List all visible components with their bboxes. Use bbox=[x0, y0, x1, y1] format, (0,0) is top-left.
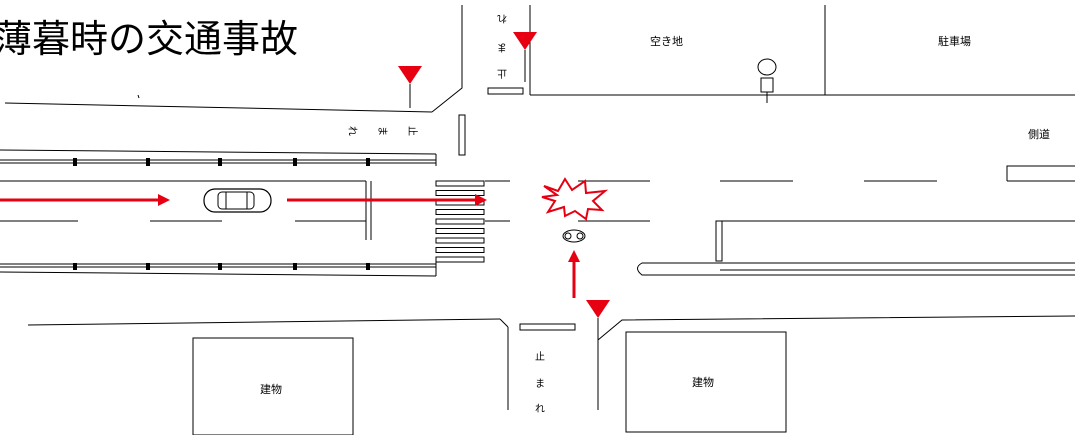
parking-label: 駐車場 bbox=[938, 34, 971, 48]
crosswalk-stripe bbox=[435, 180, 485, 187]
left-stop-char-to: 止 bbox=[406, 126, 418, 136]
upper-stop-char-ma: ま bbox=[497, 41, 507, 53]
guardrail-post bbox=[366, 263, 370, 270]
left-stop-text: れ ま 止 bbox=[346, 126, 418, 136]
lower-stop-char-re: れ bbox=[535, 403, 545, 415]
guardrail-post bbox=[146, 263, 150, 270]
utility-pole-icon bbox=[757, 58, 777, 103]
stop-sign-icon bbox=[513, 32, 537, 82]
left-stop-line bbox=[458, 114, 466, 156]
lower-stop-line bbox=[519, 323, 576, 331]
crosswalk-stripe bbox=[435, 228, 485, 234]
vacant-lot-label: 空き地 bbox=[650, 34, 683, 48]
upper-stop-line bbox=[487, 87, 524, 95]
building-right-label: 建物 bbox=[692, 375, 714, 389]
guardrail-post bbox=[73, 263, 77, 270]
lower-roads bbox=[27, 315, 1075, 410]
guardrail-post bbox=[293, 158, 297, 166]
motorcycle-path-arrow bbox=[568, 250, 580, 298]
crosswalk-stripe bbox=[435, 190, 485, 196]
guardrail-post bbox=[218, 263, 222, 270]
guardrail-post bbox=[73, 158, 77, 166]
building-right: 建物 bbox=[625, 331, 787, 433]
main-road-right bbox=[485, 165, 1075, 276]
crosswalk-stripe bbox=[435, 247, 485, 253]
guardrail-post bbox=[293, 263, 297, 270]
building-left: 建物 bbox=[192, 337, 354, 435]
guardrail-post bbox=[366, 158, 370, 166]
collision-icon bbox=[541, 177, 609, 221]
upper-side-road bbox=[487, 5, 1075, 96]
stop-sign-icon bbox=[586, 300, 610, 345]
guardrail-posts bbox=[73, 158, 370, 270]
upper-stop-text: れ ま 止 bbox=[497, 12, 507, 79]
crosswalk bbox=[435, 180, 485, 263]
car-icon bbox=[203, 188, 272, 213]
left-stop-char-ma: ま bbox=[376, 126, 388, 136]
lower-stop-char-ma: ま bbox=[535, 378, 545, 390]
diagram-title: 薄暮時の交通事故 bbox=[0, 17, 298, 61]
side-road-label: 側道 bbox=[1028, 127, 1050, 141]
lower-stop-char-to: 止 bbox=[535, 351, 545, 363]
motorcycle-icon bbox=[562, 229, 586, 243]
left-stop-char-re: れ bbox=[346, 126, 358, 136]
upper-stop-char-to: 止 bbox=[497, 67, 507, 79]
guardrail-post bbox=[146, 158, 150, 166]
building-left-label: 建物 bbox=[260, 382, 282, 396]
stop-sign-icon bbox=[398, 66, 422, 108]
upper-stop-char-re: れ bbox=[497, 12, 507, 24]
crosswalk-stripe bbox=[435, 237, 485, 244]
crosswalk-stripe bbox=[435, 209, 485, 215]
crosswalk-stripe bbox=[435, 256, 485, 263]
crosswalk-stripe bbox=[435, 218, 485, 225]
guardrail-post bbox=[218, 158, 222, 166]
car-path-arrow bbox=[0, 194, 487, 206]
upper-left-road-edge bbox=[4, 5, 463, 113]
lower-stop-text: 止 ま れ bbox=[535, 351, 545, 415]
main-road-left bbox=[0, 149, 437, 277]
